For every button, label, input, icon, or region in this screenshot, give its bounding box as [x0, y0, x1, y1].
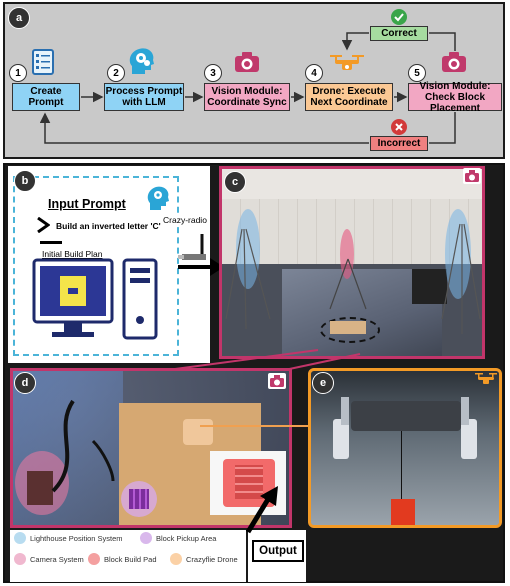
brain-gear-icon — [129, 48, 154, 74]
incorrect-label: Incorrect — [370, 136, 428, 151]
panel-b-badge: b — [14, 170, 36, 192]
legend-label-pickup: Block Pickup Area — [156, 534, 217, 543]
legend-swatch-buildpad — [88, 553, 100, 565]
arrow-right-icon — [178, 258, 224, 276]
step-create-prompt: Create Prompt — [12, 83, 80, 111]
panel-c-badge: c — [224, 171, 246, 193]
legend — [10, 530, 246, 582]
flow-arrows — [39, 32, 456, 144]
build-plan-label: Initial Build Plan — [42, 249, 103, 259]
panel-c-photo — [219, 166, 485, 359]
legend-label-camera: Camera System — [30, 555, 84, 564]
legend-label-drone: Crazyflie Drone — [186, 555, 238, 564]
legend-swatch-pickup — [140, 532, 152, 544]
step-number: 3 — [204, 64, 222, 82]
drone-icon — [475, 373, 497, 384]
legend-swatch-camera — [14, 553, 26, 565]
output-label: Output — [252, 540, 304, 562]
correct-label: Correct — [370, 26, 428, 41]
computer-illustration — [32, 258, 158, 340]
zoom-lines — [159, 349, 361, 372]
x-icon — [391, 119, 407, 135]
document-list-icon — [32, 49, 54, 75]
step-number: 4 — [305, 64, 323, 82]
output-arrow — [245, 486, 278, 534]
panel-e-badge: e — [312, 372, 334, 394]
camera-icon — [268, 373, 286, 389]
camera-icon — [463, 168, 481, 184]
check-icon — [391, 9, 407, 25]
legend-label-lighthouse: Lighthouse Position System — [30, 534, 123, 543]
prompt-text: Build an inverted letter 'C' — [56, 221, 161, 231]
drone-connector — [200, 425, 308, 427]
legend-label-buildpad: Block Build Pad — [104, 555, 157, 564]
drone-icon — [330, 55, 364, 70]
camera-icon — [235, 52, 259, 72]
input-prompt-title: Input Prompt — [48, 197, 126, 211]
step-check-placement: Vision Module: Check Block Placement — [408, 81, 502, 114]
panel-e-photo — [308, 368, 502, 528]
radio-dongle-icon — [178, 234, 206, 260]
radio-label: Crazy-radio — [163, 215, 207, 225]
brain-gear-icon — [147, 186, 169, 210]
step-number: 1 — [9, 64, 27, 82]
camera-icon — [442, 52, 466, 72]
panel-d-photo — [10, 368, 292, 528]
legend-swatch-drone — [170, 553, 182, 565]
step-number: 2 — [107, 64, 125, 82]
step-number: 5 — [408, 64, 426, 82]
step-execute-coordinate: Drone: Execute Next Coordinate — [305, 83, 393, 111]
chevron-right-icon — [37, 217, 50, 233]
step-process-prompt: Process Prompt with LLM — [104, 83, 184, 111]
cursor-line — [40, 241, 62, 244]
legend-swatch-lighthouse — [14, 532, 26, 544]
panel-d-badge: d — [14, 372, 36, 394]
panel-a-badge: a — [8, 7, 30, 29]
step-coordinate-sync: Vision Module: Coordinate Sync — [204, 83, 290, 111]
